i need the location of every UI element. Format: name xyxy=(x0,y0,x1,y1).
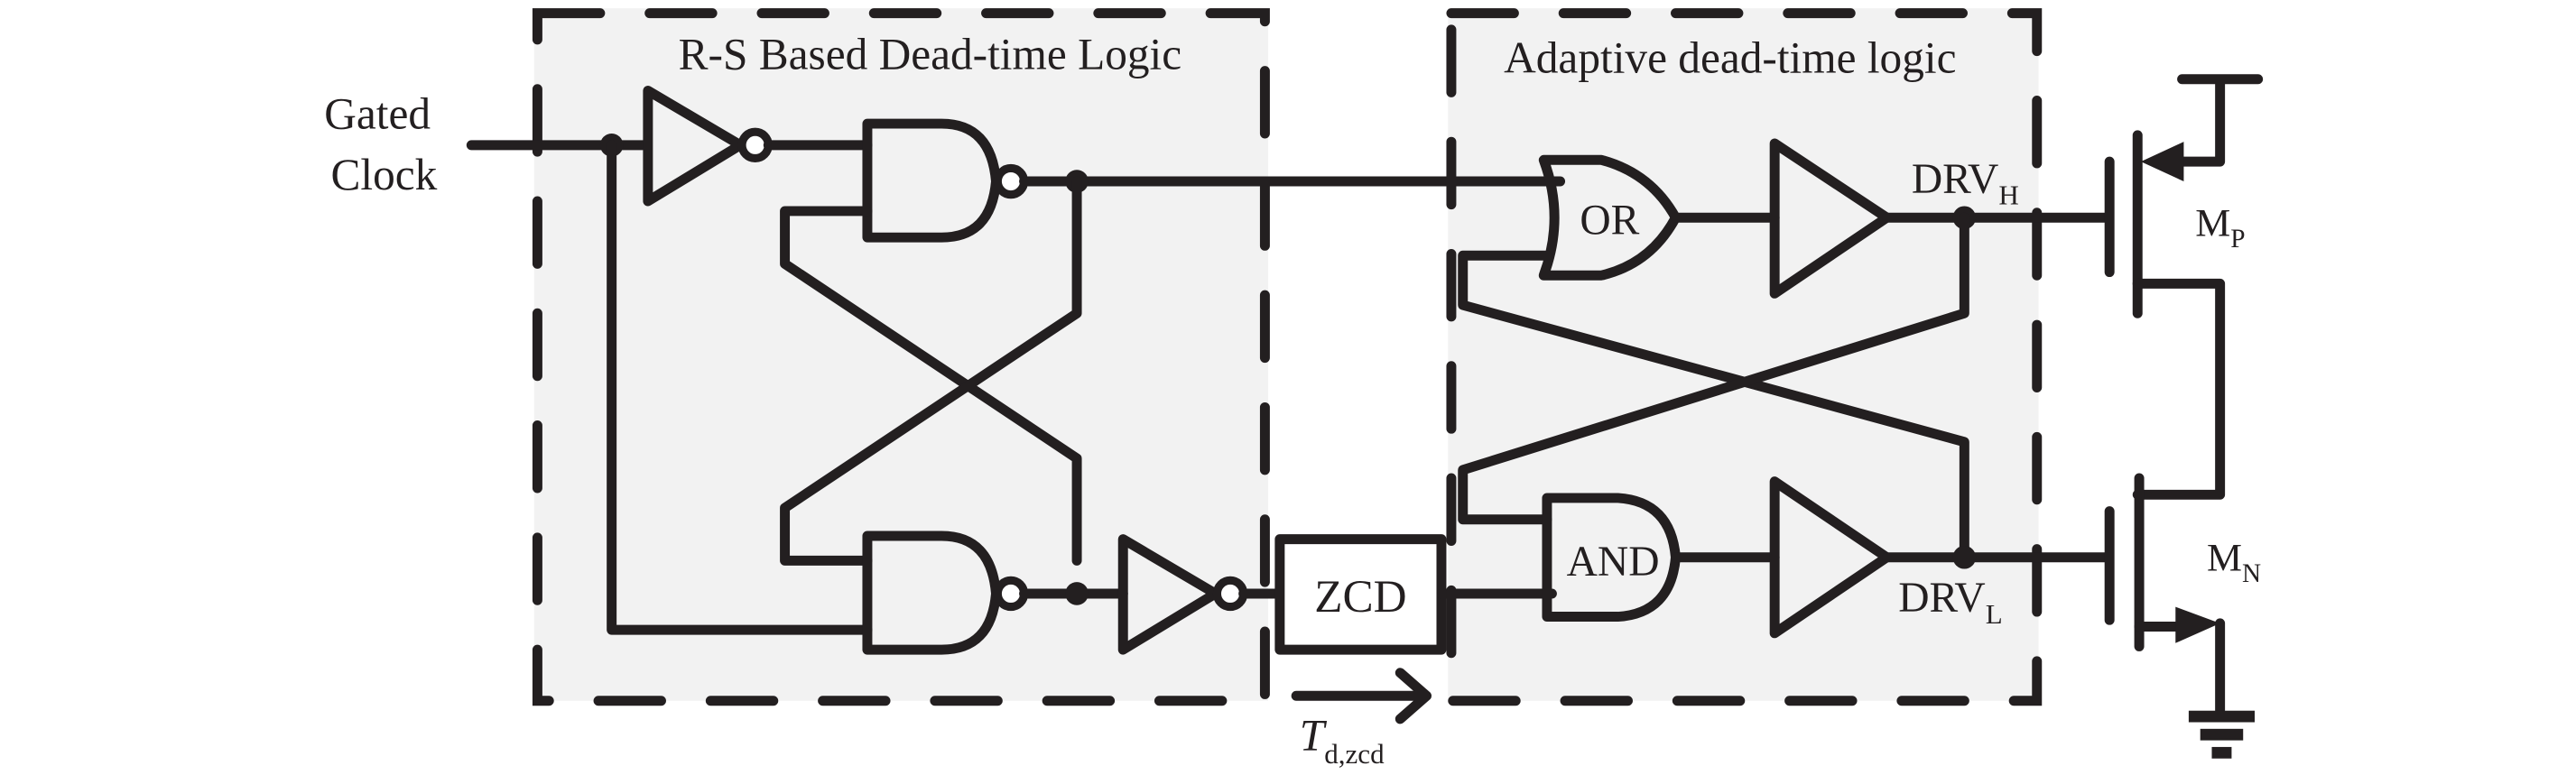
pmos-source-arrow-icon xyxy=(2140,142,2184,182)
delay-label: Td,zcd xyxy=(1300,711,1385,770)
adaptive-block-border xyxy=(1446,8,2043,706)
mp-label: MP xyxy=(2195,201,2245,254)
rs-cross-wire-2 xyxy=(780,176,1082,566)
bottom-inverter xyxy=(1117,534,1221,655)
clock-to-lower-nand-wire xyxy=(607,140,873,635)
rs-cross-wire-1 xyxy=(780,206,1082,566)
top-buffer xyxy=(1769,138,1892,299)
drv-h-label: DRVH xyxy=(1912,156,2019,211)
or-gate xyxy=(1538,154,1681,281)
bottom-nand-junction-dot xyxy=(1065,582,1089,605)
nmos-source-arrow-icon xyxy=(2175,606,2220,643)
rs-block-title: R-S Based Dead-time Logic xyxy=(679,30,1182,79)
delay-arrow xyxy=(1291,668,1432,724)
ground-icon xyxy=(2188,710,2256,759)
input-label-clock: Clock xyxy=(331,150,438,199)
drv-l-junction-dot xyxy=(1952,545,1977,569)
and-label: AND xyxy=(1567,539,1660,586)
switch-node-wire xyxy=(2132,278,2226,500)
zcd-block xyxy=(1274,534,1447,655)
mn-label: MN xyxy=(2207,536,2261,588)
adaptive-cross-wire-1 xyxy=(1458,250,1969,558)
input-label-gated: Gated xyxy=(324,89,431,139)
zcd-label: ZCD xyxy=(1314,571,1406,623)
or-label: OR xyxy=(1580,198,1639,244)
adaptive-block-title: Adaptive dead-time logic xyxy=(1504,32,1956,82)
bottom-buffer xyxy=(1769,476,1892,639)
top-inverter xyxy=(643,86,746,207)
vdd-rail xyxy=(2173,74,2264,167)
adaptive-cross-wire-2 xyxy=(1458,212,1969,525)
drv-l-label: DRVL xyxy=(1898,575,2002,630)
rs-block-border xyxy=(532,8,1270,706)
